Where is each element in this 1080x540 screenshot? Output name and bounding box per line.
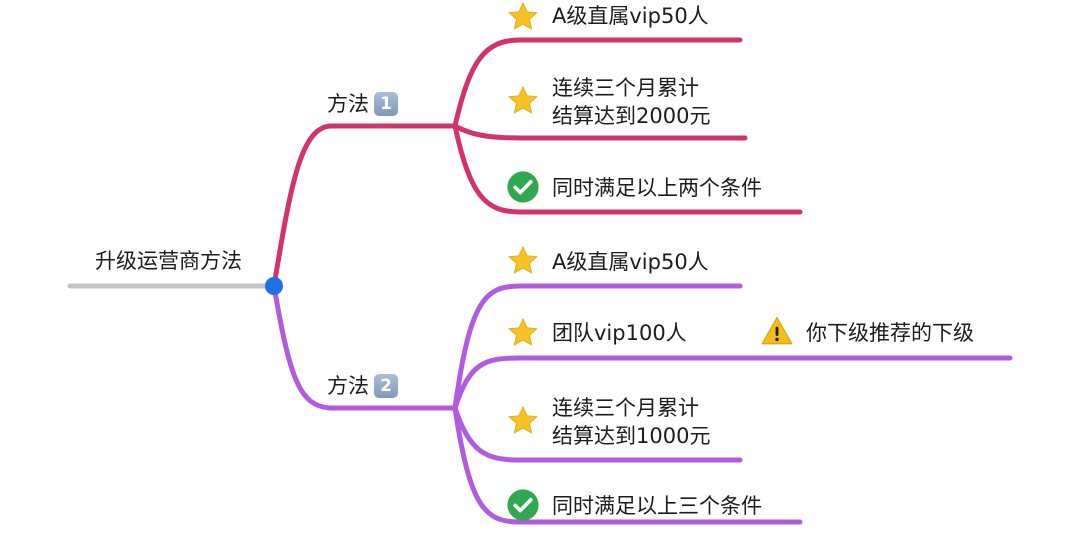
method-2-item-1-link [452, 283, 743, 411]
method-2-item-3-line-2: 结算达到1000元 [552, 424, 711, 448]
method-2-item-2-text: 团队vip100人 [552, 321, 687, 345]
method-2-badge: 2 [374, 374, 398, 398]
method-2-item-3-line-1: 连续三个月累计 [552, 396, 699, 420]
method-2-item-3-link [452, 405, 743, 463]
method-2-lines [271, 283, 1013, 525]
star-icon [508, 317, 538, 346]
star-icon [508, 1, 538, 30]
method-1-item-3-link [452, 123, 803, 215]
star-icon [508, 405, 538, 434]
method-2-item-4-link [452, 405, 803, 525]
star-icon [508, 85, 538, 114]
star-icon [508, 245, 538, 274]
method-2-item-2-note: 你下级推荐的下级 [806, 321, 974, 345]
root-dot [265, 277, 283, 295]
method-1-lines [271, 37, 803, 289]
check-icon [507, 171, 539, 203]
method-2-item-4-text: 同时满足以上三个条件 [552, 494, 762, 518]
method-1-item-1-text: A级直属vip50人 [552, 4, 709, 28]
method-2-link [271, 283, 458, 411]
method-1-item-2-link [452, 123, 748, 141]
method-1-item-1-link [452, 37, 743, 129]
method-1-item-3-text: 同时满足以上两个条件 [552, 176, 762, 200]
method-1-item-2-line-1: 连续三个月累计 [552, 76, 699, 100]
method-2-item-2-link [452, 355, 1013, 411]
check-icon [507, 489, 539, 521]
method-2-label: 方法 [327, 374, 369, 398]
method-2-item-1-text: A级直属vip50人 [552, 250, 709, 274]
root-label: 升级运营商方法 [95, 249, 242, 273]
method-1-link [271, 123, 458, 289]
method-1-label: 方法 [327, 92, 369, 116]
method-1-badge: 1 [374, 92, 398, 116]
method-1-item-2-line-2: 结算达到2000元 [552, 104, 711, 128]
warning-icon [761, 316, 793, 345]
